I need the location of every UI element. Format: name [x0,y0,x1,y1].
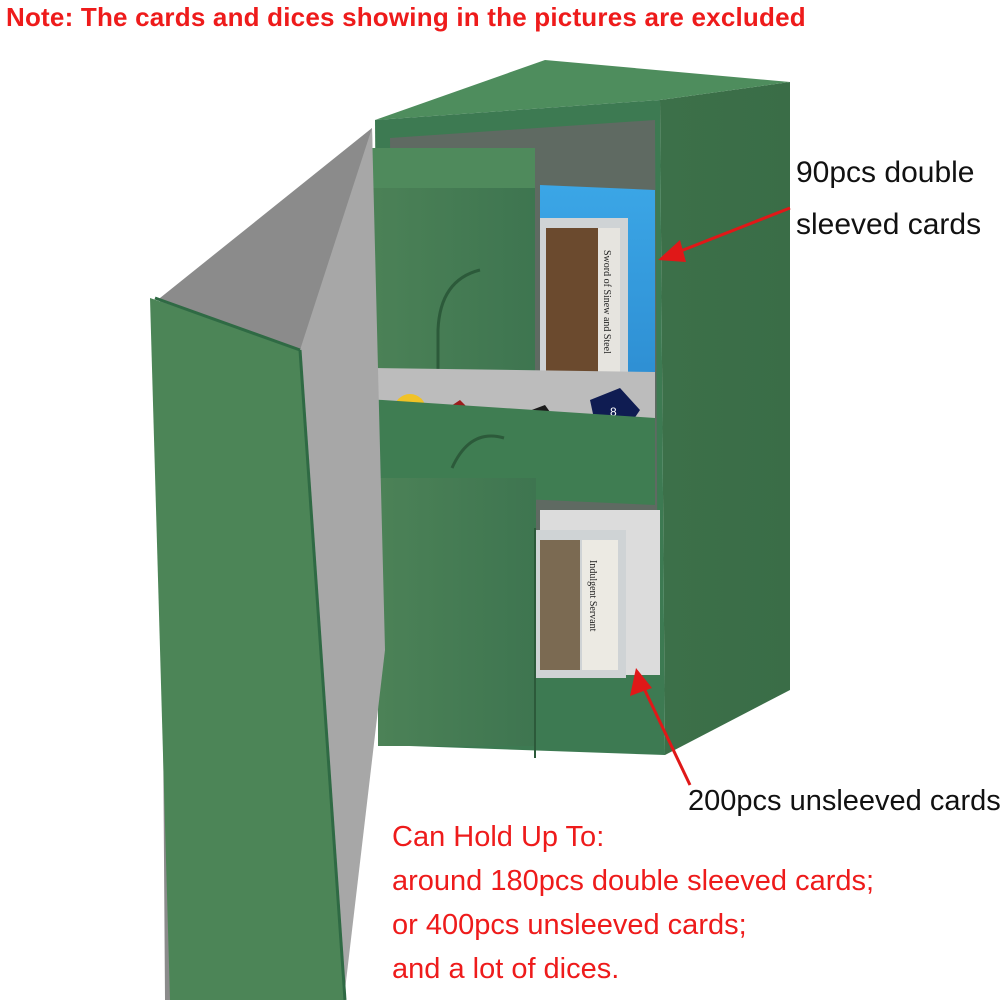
top-callout-line2: sleeved cards [796,208,982,241]
top-card-name: Sword of Sinew and Steel [601,250,612,354]
note-text: Note: The cards and dices showing in the… [6,2,806,32]
box-side-face [660,82,790,755]
arrow-bottom [630,668,692,786]
capacity-block: Can Hold Up To: around 180pcs double sle… [392,815,874,991]
lid-inner-lip [300,128,385,990]
capacity-line2: or 400pcs unsleeved cards; [392,909,747,941]
capacity-line1: around 180pcs double sleeved cards; [392,865,875,897]
capacity-heading: Can Hold Up To: [392,821,605,853]
bottom-card-name: Indulgent Servant [587,560,598,632]
top-callout-line1: 90pcs double [796,156,975,189]
capacity-line3: and a lot of dices. [392,953,620,985]
box-top-face [375,60,790,120]
bottom-callout: 200pcs unsleeved cards [688,785,1000,817]
upper-deck-holder [365,148,535,396]
lower-deck-holder [378,478,536,746]
die-face-5: 8 [610,405,617,419]
arrow-top [658,206,791,262]
lid-front-face [150,298,345,1000]
